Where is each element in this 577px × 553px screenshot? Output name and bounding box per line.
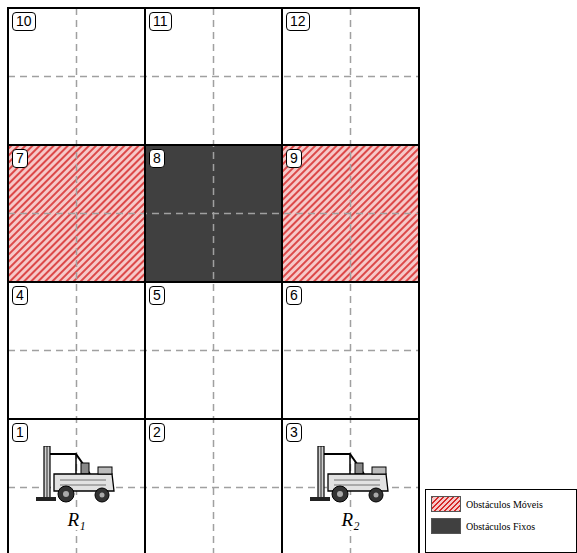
cell-number: 6 xyxy=(286,286,302,305)
subgrid-lines xyxy=(8,8,419,553)
grid-cell: 12 xyxy=(281,7,420,146)
grid-cell: 8 xyxy=(144,144,283,283)
legend-entry: Obstáculos Móveis xyxy=(431,496,576,512)
grid-cell: 1R₁ xyxy=(7,418,146,553)
cell-number: 8 xyxy=(149,149,165,168)
cell-number: 7 xyxy=(12,149,28,168)
forklift-icon xyxy=(36,446,114,502)
grid-cell: 5 xyxy=(144,281,283,420)
cell-number: 1 xyxy=(12,423,28,442)
grid-cell: 3R₂ xyxy=(281,418,420,553)
cell-number: 2 xyxy=(149,423,165,442)
legend-swatch xyxy=(431,496,461,512)
forklift-icon xyxy=(310,446,388,502)
cell-number: 4 xyxy=(12,286,28,305)
grid-cell: 11 xyxy=(144,7,283,146)
grid-cell: 4 xyxy=(7,281,146,420)
grid-cell: 7 xyxy=(7,144,146,283)
cell-number: 12 xyxy=(286,12,310,31)
legend-box: Obstáculos MóveisObstáculos Fixos xyxy=(425,489,577,553)
grid-cell: 10 xyxy=(7,7,146,146)
legend-text: Obstáculos Fixos xyxy=(466,521,535,532)
robot-label: R₂ xyxy=(339,510,361,530)
cell-number: 9 xyxy=(286,149,302,168)
legend-entry: Obstáculos Fixos xyxy=(431,518,576,534)
cell-number: 5 xyxy=(149,286,165,305)
legend-text: Obstáculos Móveis xyxy=(466,499,543,510)
cell-number: 11 xyxy=(149,12,172,31)
legend-swatch xyxy=(431,518,461,534)
grid-cell: 9 xyxy=(281,144,420,283)
grid-cell: 6 xyxy=(281,281,420,420)
cell-number: 3 xyxy=(286,423,302,442)
cell-number: 10 xyxy=(12,12,36,31)
grid-cell: 2 xyxy=(144,418,283,553)
robot-label: R₁ xyxy=(65,510,87,530)
